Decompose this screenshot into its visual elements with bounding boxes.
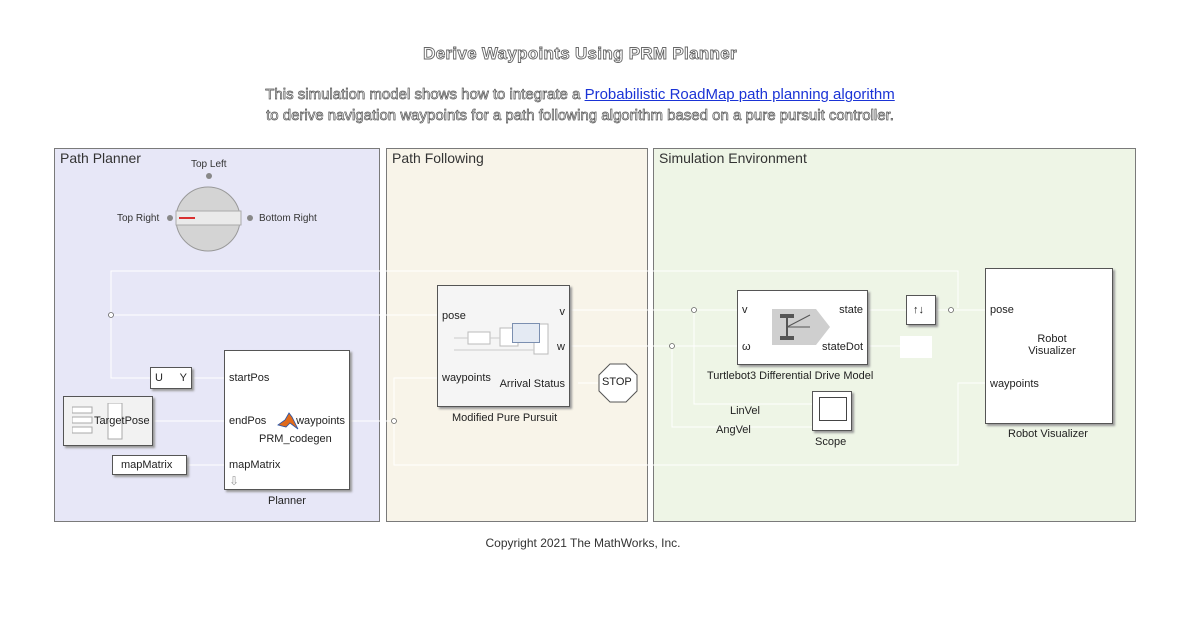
drive-model-v-port: v <box>742 304 748 316</box>
pure-pursuit-v-port: v <box>559 306 566 318</box>
drive-model-state-port: state <box>839 304 863 316</box>
pure-pursuit-block[interactable]: pose waypoints v w Arrival Status <box>437 285 570 407</box>
planner-map-port: mapMatrix <box>229 459 281 471</box>
u-port-label: U <box>155 372 163 384</box>
visualizer-waypoints-port: waypoints <box>990 378 1039 390</box>
visualizer-inner-label: Robot Visualizer <box>1028 333 1076 357</box>
robot-visualizer-name: Robot Visualizer <box>1008 428 1088 440</box>
map-matrix-constant-label: mapMatrix <box>121 459 173 471</box>
planner-name: Planner <box>268 495 306 507</box>
drive-model-name: Turtlebot3 Differential Drive Model <box>707 370 874 382</box>
path-planner-area-label: Path Planner <box>60 150 141 166</box>
drive-model-statedot-port: stateDot <box>822 341 863 353</box>
pure-pursuit-w-port: w <box>557 341 565 353</box>
selector-block-u-y[interactable]: U Y <box>150 367 192 389</box>
signal-selector-block[interactable]: ↑↓ <box>906 295 936 325</box>
target-pose-label: TargetPose <box>94 415 150 427</box>
route-selector-knob[interactable] <box>173 186 245 252</box>
drive-model-block[interactable]: v ω state stateDot <box>737 290 868 365</box>
stop-octagon-icon <box>598 363 638 403</box>
scope-name: Scope <box>815 436 847 448</box>
subsystem-preview-icon <box>454 323 549 355</box>
scope-linvel-label: LinVel <box>730 405 760 417</box>
description-line-1: This simulation model shows how to integ… <box>0 86 1160 104</box>
pure-pursuit-status-port: Arrival Status <box>499 378 565 390</box>
matlab-function-icon <box>277 412 299 430</box>
robot-visualizer-block[interactable]: pose waypoints Robot Visualizer <box>985 268 1113 424</box>
description-prefix: This simulation model shows how to integ… <box>265 86 585 104</box>
description-line-2: to derive navigation waypoints for a pat… <box>266 107 895 125</box>
stop-label: STOP <box>602 376 632 388</box>
planner-start-port: startPos <box>229 372 270 384</box>
target-pose-block[interactable]: TargetPose <box>63 396 153 446</box>
copyright-text: Copyright 2021 The MathWorks, Inc. <box>485 536 681 550</box>
planner-function-name: PRM_codegen <box>259 433 332 445</box>
signal-selector-label: ↑↓ <box>913 304 924 316</box>
prm-link[interactable]: Probabilistic RoadMap path planning algo… <box>584 86 895 103</box>
knob-label-bottom-right: Bottom Right <box>259 213 317 224</box>
path-following-area-label: Path Following <box>392 150 484 166</box>
lookup-table-icon <box>72 403 123 440</box>
y-port-label: Y <box>179 372 187 384</box>
simulation-environment-area-label: Simulation Environment <box>659 150 807 166</box>
model-title: Derive Waypoints Using PRM Planner <box>423 44 737 64</box>
differential-drive-icon <box>772 309 830 345</box>
pure-pursuit-waypoints-port: waypoints <box>442 372 491 384</box>
planner-waypoints-port: waypoints <box>296 415 345 427</box>
visualizer-pose-port: pose <box>990 304 1014 316</box>
drive-model-w-port: ω <box>742 341 751 353</box>
knob-dot-top-left <box>206 173 212 179</box>
scope-block[interactable] <box>812 391 852 431</box>
planner-block[interactable]: startPos endPos mapMatrix waypoints PRM_… <box>224 350 350 490</box>
stop-block[interactable]: STOP <box>598 363 638 403</box>
pure-pursuit-pose-port: pose <box>442 310 466 322</box>
knob-label-top-left: Top Left <box>191 159 227 170</box>
terminator-block[interactable] <box>900 336 932 358</box>
knob-label-top-right: Top Right <box>117 213 160 224</box>
knob-dot-bottom-right <box>247 215 253 221</box>
scope-angvel-label: AngVel <box>716 424 751 436</box>
down-arrow-icon: ⇩ <box>229 474 240 488</box>
planner-end-port: endPos <box>229 415 267 427</box>
knob-dot-top-right <box>167 215 173 221</box>
subsystem-view-icon <box>512 323 540 343</box>
scope-screen-icon <box>819 397 847 421</box>
map-matrix-constant-block[interactable]: mapMatrix <box>112 455 187 475</box>
pure-pursuit-name: Modified Pure Pursuit <box>452 412 558 424</box>
